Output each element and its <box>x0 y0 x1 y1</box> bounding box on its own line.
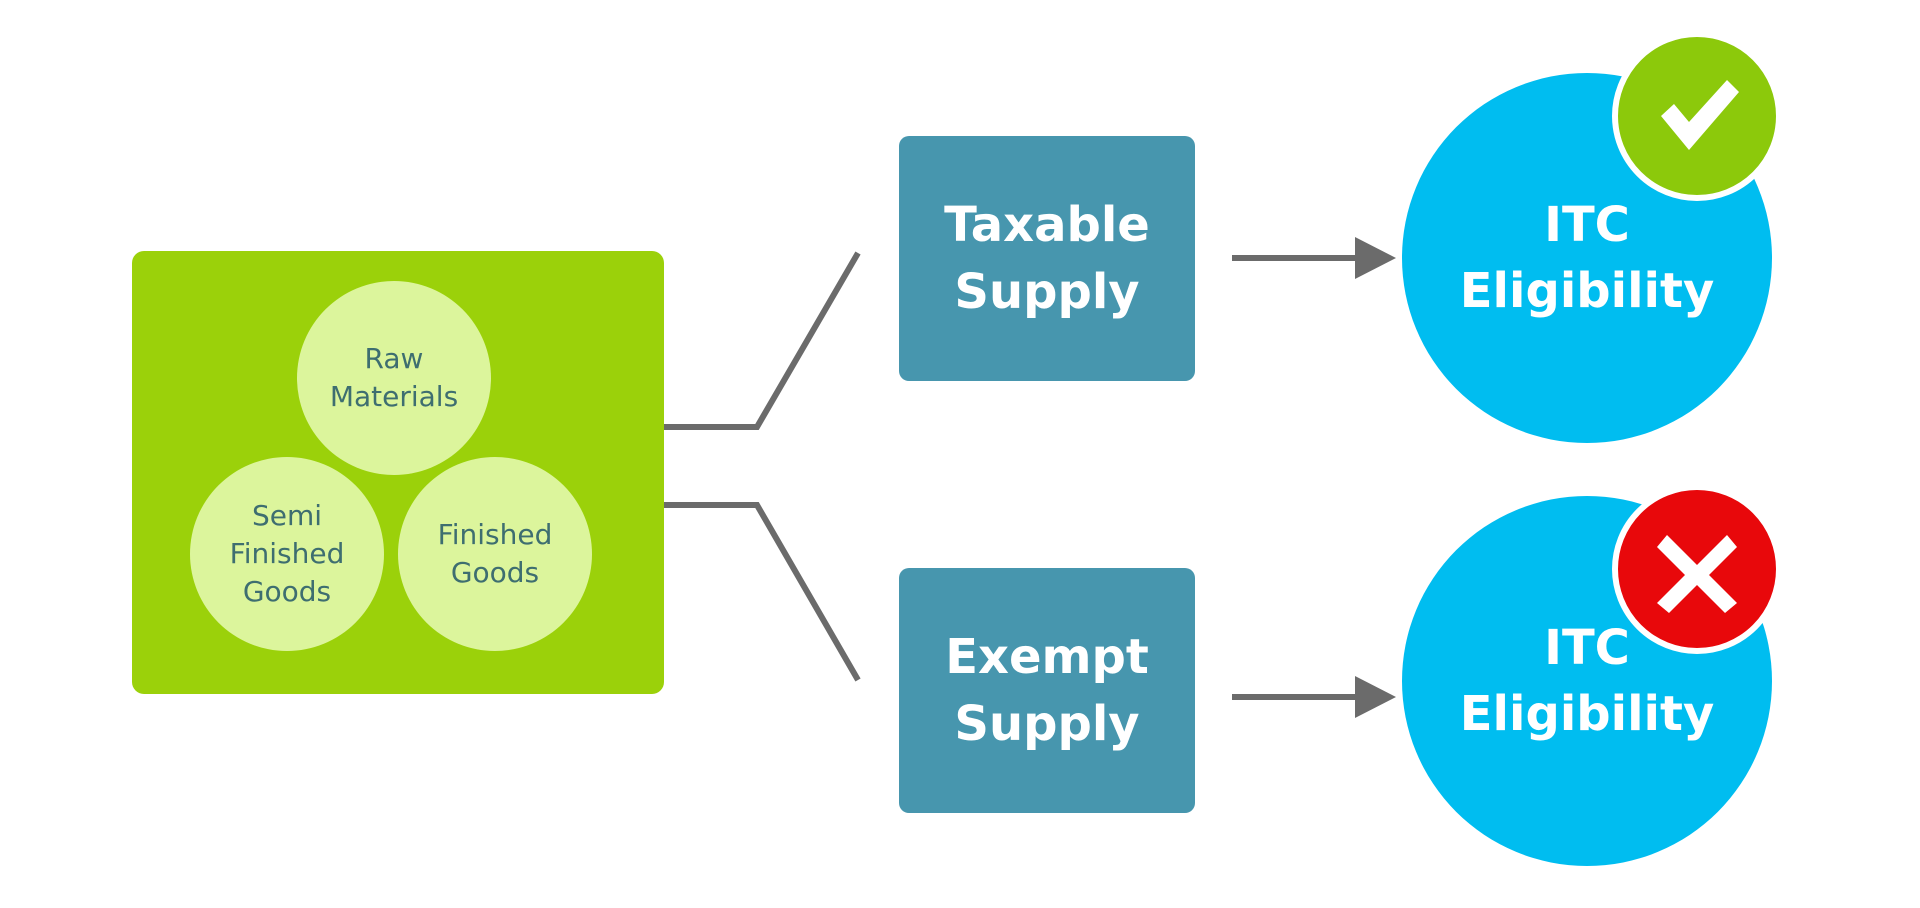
arrow-to-itc-top <box>1232 237 1396 279</box>
x-icon <box>1657 535 1737 613</box>
raw-materials-circle: Raw Materials <box>297 281 491 475</box>
arrow-to-itc-bottom <box>1232 676 1396 718</box>
exempt-supply-box: Exempt Supply <box>899 568 1195 813</box>
check-badge <box>1612 31 1782 201</box>
connector-to-exempt <box>664 502 861 682</box>
semi-finished-goods-circle: Semi Finished Goods <box>190 457 384 651</box>
taxable-supply-box: Taxable Supply <box>899 136 1195 381</box>
x-badge <box>1612 484 1782 654</box>
connector-to-taxable <box>664 251 861 430</box>
check-icon <box>1661 80 1739 150</box>
finished-goods-circle: Finished Goods <box>398 457 592 651</box>
